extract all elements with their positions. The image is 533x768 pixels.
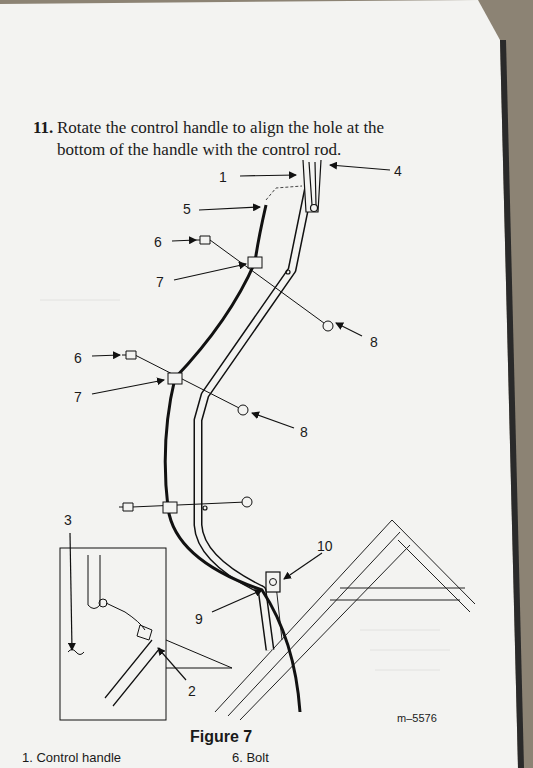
- legend-item: 6. Bolt: [232, 750, 269, 767]
- dashed-outline: [266, 186, 302, 200]
- clamp-hardware: [119, 236, 333, 513]
- callout-number: 8: [300, 423, 308, 441]
- mower-frame: [215, 520, 475, 720]
- callout-number: 4: [394, 162, 402, 180]
- callout-number: 6: [154, 233, 162, 251]
- control-cable: [165, 205, 300, 712]
- step-number: 11.: [33, 117, 53, 139]
- legend-item: 1. Control handle: [22, 750, 121, 767]
- callout-number: 2: [188, 682, 196, 700]
- callout-number: 9: [195, 610, 203, 628]
- callout-number: 3: [64, 511, 72, 529]
- callout-number: 8: [370, 333, 378, 351]
- paper-sheet: [0, 0, 518, 768]
- step-text: Rotate the control handle to align the h…: [57, 117, 402, 161]
- rod-bracket: [266, 572, 280, 592]
- detail-inset: [60, 548, 232, 720]
- callout-number: 10: [317, 537, 333, 555]
- handle-top: [203, 160, 321, 510]
- drawing-id: m–5576: [397, 711, 437, 725]
- callout-number: 5: [183, 200, 191, 218]
- callout-number: 6: [74, 349, 82, 367]
- callout-number: 1: [219, 168, 227, 186]
- paper-shadow: [500, 40, 524, 768]
- callout-number: 7: [74, 388, 82, 406]
- leader-lines: [70, 165, 390, 680]
- callout-number: 7: [156, 273, 164, 291]
- figure-caption: Figure 7: [190, 727, 252, 748]
